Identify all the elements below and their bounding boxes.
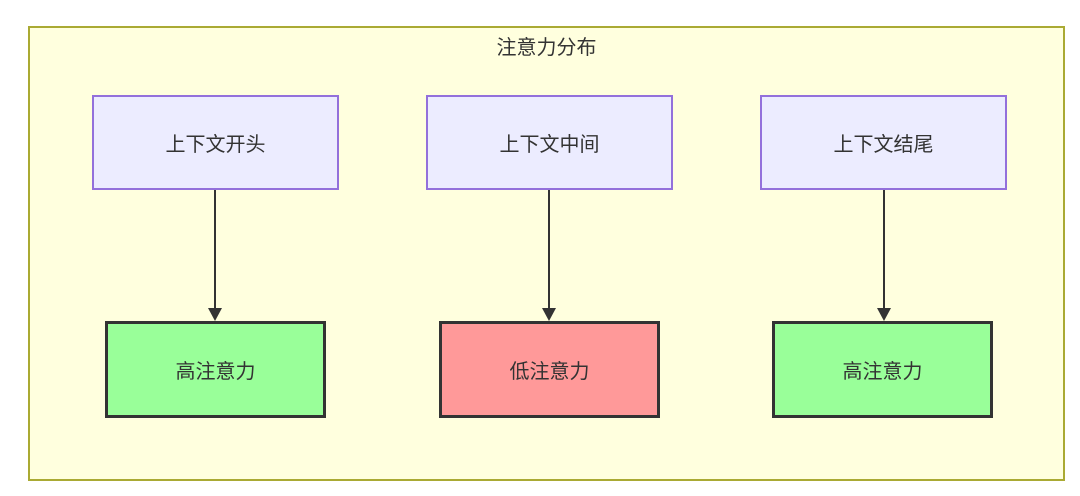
node-context-middle: 上下文中间 (426, 95, 673, 190)
node-high-attention-left: 高注意力 (105, 321, 326, 418)
arrow-down-start-to-high (208, 190, 222, 321)
subgraph-container: 注意力分布 上下文开头 上下文中间 上下文结尾 高注意力 低注意力 高注意力 (28, 26, 1065, 481)
node-context-start: 上下文开头 (92, 95, 339, 190)
diagram-title: 注意力分布 (496, 37, 597, 59)
node-high-attention-right: 高注意力 (772, 321, 993, 418)
node-context-end: 上下文结尾 (760, 95, 1007, 190)
arrow-down-middle-to-low (542, 190, 556, 321)
arrow-down-end-to-high (877, 190, 891, 321)
node-low-attention: 低注意力 (439, 321, 660, 418)
